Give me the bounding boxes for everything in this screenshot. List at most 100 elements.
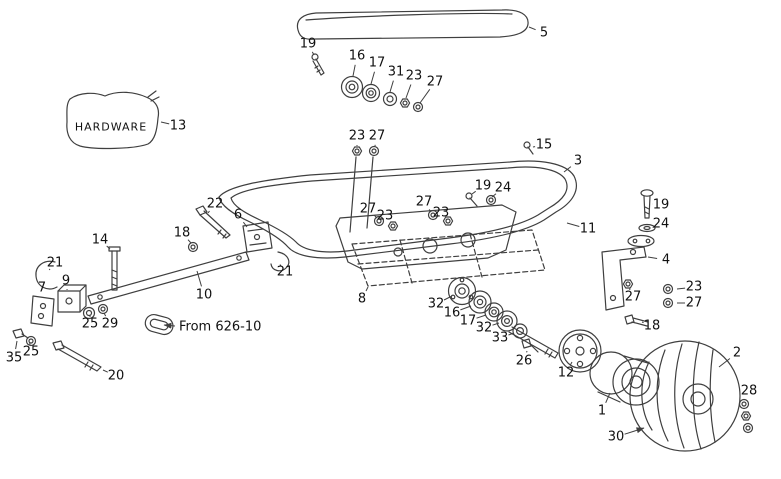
reference-note-text: From 626-10: [179, 320, 261, 335]
callout-4: 4: [662, 253, 670, 268]
callout-leader-23: [676, 287, 686, 290]
callout-leader-21: [48, 268, 51, 271]
bolt-18-right: [624, 314, 649, 327]
bolt-14: [108, 246, 121, 291]
tub: [218, 160, 577, 270]
callout-9: 9: [62, 274, 70, 289]
callout-leader-24: [491, 193, 497, 198]
callout-leader-27: [629, 288, 631, 291]
callout-19: 19: [300, 37, 317, 52]
bolt-20: [52, 340, 102, 372]
wing-plate: [627, 234, 655, 248]
callout-25: 25: [82, 317, 99, 332]
callout-15: 15: [536, 138, 553, 153]
callout-leader-27: [374, 215, 378, 219]
wheel-2: [629, 340, 741, 452]
callout-19: 19: [653, 198, 670, 213]
callout-29: 29: [102, 317, 119, 332]
callout-leader-17: [476, 314, 487, 319]
callout-12: 12: [558, 366, 575, 381]
callout-leader-3: [563, 166, 572, 173]
callout-32: 32: [476, 321, 493, 336]
callout-5: 5: [540, 26, 548, 41]
callout-leader-21: [279, 264, 282, 267]
callout-16: 16: [349, 49, 366, 64]
callout-1: 1: [598, 404, 606, 419]
callout-8: 8: [358, 292, 366, 307]
callout-leader-17: [370, 71, 375, 85]
callout-leader-20: [102, 369, 109, 373]
callout-18: 18: [174, 226, 191, 241]
callout-leader-6: [242, 221, 248, 228]
callout-24: 24: [653, 217, 670, 232]
callout-27: 27: [427, 75, 444, 90]
bolt-22: [195, 205, 231, 239]
callout-6: 6: [234, 208, 242, 223]
hardware-bag-label: HARDWARE: [75, 121, 147, 134]
callout-11: 11: [580, 222, 597, 237]
bracket-7: [30, 295, 55, 327]
callout-leader-12: [569, 361, 573, 366]
fastener-drop-pair: [349, 145, 380, 233]
callout-3: 3: [574, 154, 582, 169]
callout-27: 27: [360, 202, 377, 217]
callout-35: 35: [6, 351, 23, 366]
callout-27: 27: [416, 195, 433, 210]
callout-leader-31: [389, 80, 394, 93]
callout-10: 10: [196, 288, 213, 303]
callout-leader-10: [196, 270, 202, 287]
callout-leader-18: [187, 239, 192, 244]
hardware-stack-28: [738, 398, 754, 434]
callout-leader-14: [106, 245, 111, 250]
washer-18-left: [187, 241, 199, 253]
callout-17: 17: [369, 56, 386, 71]
callout-leader-30: [624, 427, 645, 435]
callout-leader-27: [428, 209, 432, 213]
callout-17: 17: [460, 314, 477, 329]
callout-27: 27: [369, 129, 386, 144]
callout-18: 18: [644, 319, 661, 334]
clip-15: [523, 141, 534, 155]
callout-23: 23: [377, 209, 394, 224]
hardware-bag: [66, 90, 160, 150]
callout-7: 7: [38, 281, 46, 296]
axle-rod: [508, 326, 559, 359]
callout-leader-8: [365, 286, 369, 292]
callout-22: 22: [207, 197, 224, 212]
drawing-ink: [12, 9, 754, 452]
clip-21-right: [270, 251, 290, 272]
callout-leader-19: [471, 190, 476, 195]
callout-leader-24: [652, 226, 655, 228]
callout-32: 32: [428, 297, 445, 312]
callout-23: 23: [686, 280, 703, 295]
callout-21: 21: [277, 265, 294, 280]
callout-31: 31: [388, 65, 405, 80]
bolt-35-washer-25: [12, 328, 37, 347]
hook-link: [144, 313, 174, 336]
callout-leader-23: [445, 218, 448, 221]
bearing-cluster-top: [340, 75, 424, 113]
callout-27: 27: [686, 296, 703, 311]
callout-24: 24: [495, 181, 512, 196]
callout-leader-29: [103, 312, 107, 317]
screw-19-right: [640, 189, 654, 219]
push-bar: [296, 9, 529, 40]
reference-note: From 626-10: [163, 320, 261, 335]
callout-13: 13: [170, 119, 187, 134]
callout-leader-32: [492, 322, 500, 326]
hidden-frame: [351, 229, 546, 287]
handle-bar: [87, 251, 250, 305]
axle-bearing-cluster: [447, 276, 528, 339]
pivot-block-9: [57, 284, 87, 313]
hub-plate-12: [558, 329, 602, 373]
tub-fasteners: [373, 192, 497, 231]
callout-14: 14: [92, 233, 109, 248]
callout-28: 28: [741, 384, 758, 399]
nut-27-left: [622, 279, 634, 289]
callout-27: 27: [625, 290, 642, 305]
callout-leader-33: [508, 332, 515, 336]
callout-leader-19: [311, 51, 315, 56]
bolt-26: [521, 338, 539, 353]
